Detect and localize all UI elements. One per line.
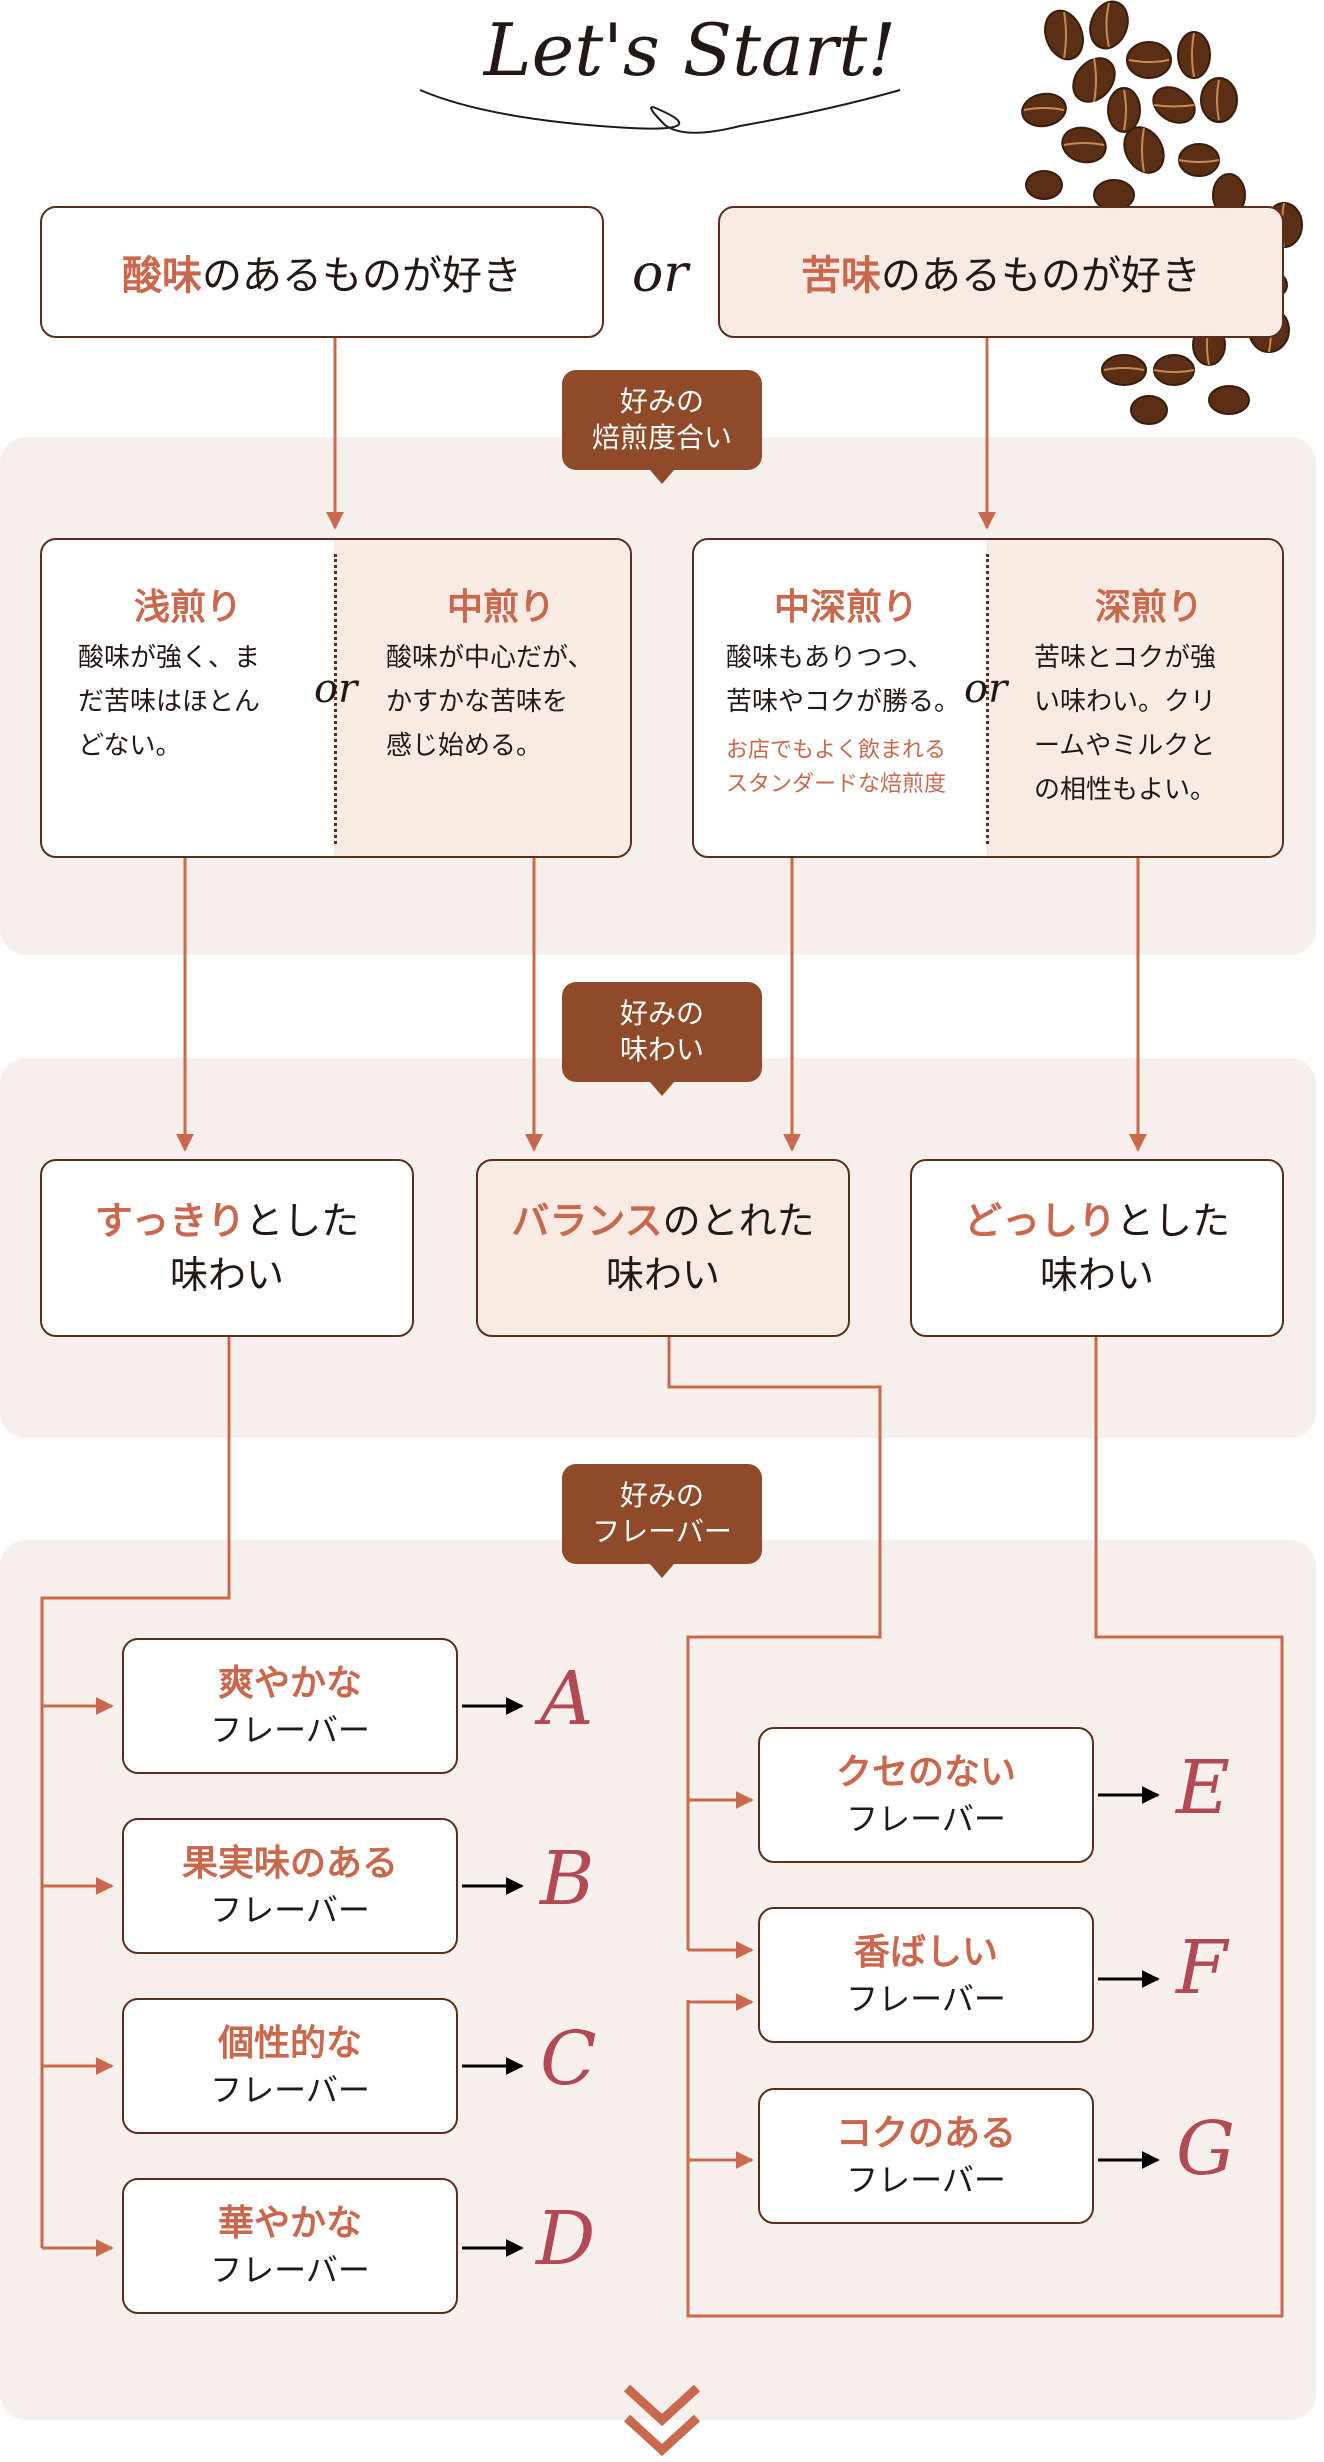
flavor-sub: フレーバー	[210, 2251, 370, 2289]
roast-title: 中深煎り	[773, 587, 918, 628]
taste-line2: 味わい	[605, 1253, 720, 1297]
roast-card-dark[interactable]: 中深煎り 酸味もありつつ、 苦味やコクが勝る。 お店でもよく飲まれる スタンダー…	[692, 538, 1284, 858]
roast-or: or	[314, 666, 358, 712]
choice-acidity-highlight: 酸味	[122, 253, 202, 299]
result-letter-e: E	[1176, 1745, 1231, 1831]
flavor-c[interactable]: 個性的な フレーバー	[122, 1998, 458, 2134]
taste-highlight: すっきり	[94, 1199, 246, 1243]
roast-title: 浅煎り	[133, 587, 242, 628]
badge-taste-line1: 好みの	[619, 997, 704, 1030]
badge-taste-line2: 味わい	[619, 1033, 704, 1066]
roast-card-light[interactable]: 浅煎り 酸味が強く、ま だ苦味はほとん どない。 or 中煎り 酸味が中心だが、…	[40, 538, 632, 858]
roast-desc-line: の相性もよい。	[1034, 775, 1217, 805]
roast-desc-line: だ苦味はほとん	[78, 687, 261, 717]
page-title: Let's Start!	[483, 8, 897, 92]
roast-note-line: お店でもよく飲まれる	[726, 738, 947, 763]
roast-desc-line: い味わい。クリ	[1034, 687, 1217, 717]
taste-text: とした	[245, 1199, 360, 1243]
badge-roast-line1: 好みの	[619, 385, 704, 418]
flavor-sub: フレーバー	[846, 1980, 1006, 2018]
result-letter-a: A	[540, 1656, 594, 1742]
flavor-name: 果実味のある	[181, 1843, 398, 1884]
taste-clean[interactable]: すっきりとした 味わい	[40, 1159, 414, 1337]
taste-highlight: どっしり	[963, 1199, 1116, 1243]
roast-title: 中煎り	[446, 587, 555, 628]
flavor-a[interactable]: 爽やかな フレーバー	[122, 1638, 458, 1774]
double-chevron-down-icon[interactable]	[617, 2380, 707, 2460]
flavor-sub: フレーバー	[210, 2071, 370, 2109]
result-letter-c: C	[540, 2016, 597, 2102]
flavor-sub: フレーバー	[846, 2161, 1006, 2199]
badge-taste: 好みの味わい	[562, 982, 762, 1096]
flavor-sub: フレーバー	[210, 1711, 370, 1749]
flavor-name: 個性的な	[217, 2023, 362, 2064]
flavor-d[interactable]: 華やかな フレーバー	[122, 2178, 458, 2314]
taste-line2: 味わい	[1039, 1253, 1154, 1297]
taste-highlight: バランス	[511, 1199, 663, 1243]
roast-desc-line: かすかな苦味を	[386, 687, 569, 717]
roast-or: or	[964, 666, 1008, 712]
choice-bitterness-highlight: 苦味	[801, 253, 881, 299]
taste-text: のとれた	[662, 1199, 815, 1243]
result-letter-d: D	[536, 2196, 596, 2282]
taste-line2: 味わい	[169, 1253, 284, 1297]
roast-desc-line: 感じ始める。	[386, 731, 543, 761]
badge-roast: 好みの焙煎度合い	[562, 370, 762, 484]
taste-heavy[interactable]: どっしりとした 味わい	[910, 1159, 1284, 1337]
top-or: or	[632, 244, 689, 304]
flavor-e[interactable]: クセのない フレーバー	[758, 1727, 1094, 1863]
flavor-g[interactable]: コクのある フレーバー	[758, 2088, 1094, 2224]
taste-balanced[interactable]: バランスのとれた 味わい	[476, 1159, 850, 1337]
flavor-name: クセのない	[835, 1752, 1016, 1793]
flavor-name: 香ばしい	[853, 1932, 998, 1973]
choice-acidity-text: のあるものが好き	[202, 253, 522, 299]
flavor-f[interactable]: 香ばしい フレーバー	[758, 1907, 1094, 2043]
roast-desc-line: 酸味が中心だが、	[386, 643, 594, 673]
roast-title: 深煎り	[1094, 587, 1203, 628]
choice-bitterness-text: のあるものが好き	[881, 253, 1201, 299]
roast-desc-line: ームやミルクと	[1034, 731, 1216, 761]
flavor-b[interactable]: 果実味のある フレーバー	[122, 1818, 458, 1954]
badge-roast-line2: 焙煎度合い	[591, 421, 732, 454]
roast-desc-line: 酸味が強く、ま	[78, 643, 261, 673]
flavor-name: 華やかな	[217, 2203, 362, 2244]
result-letter-g: G	[1176, 2106, 1236, 2192]
flavor-name: 爽やかな	[217, 1663, 362, 1704]
flavor-sub: フレーバー	[210, 1891, 370, 1929]
roast-note-line: スタンダードな焙煎度	[726, 772, 947, 797]
choice-acidity[interactable]: 酸味のあるものが好き	[40, 206, 604, 338]
flavor-sub: フレーバー	[846, 1800, 1006, 1838]
result-letter-f: F	[1176, 1925, 1228, 2011]
roast-desc-line: どない。	[78, 731, 182, 761]
roast-desc-line: 苦味やコクが勝る。	[726, 687, 961, 717]
badge-flavor: 好みのフレーバー	[562, 1464, 762, 1578]
badge-flavor-line1: 好みの	[619, 1479, 704, 1512]
flavor-name: コクのある	[835, 2113, 1016, 2154]
taste-text: とした	[1116, 1199, 1231, 1243]
badge-flavor-line2: フレーバー	[592, 1515, 732, 1548]
result-letter-b: B	[540, 1836, 595, 1922]
roast-desc-line: 苦味とコクが強	[1034, 643, 1217, 673]
choice-bitterness[interactable]: 苦味のあるものが好き	[718, 206, 1284, 338]
title-swash	[419, 89, 901, 134]
roast-desc-line: 酸味もありつつ、	[726, 643, 934, 673]
